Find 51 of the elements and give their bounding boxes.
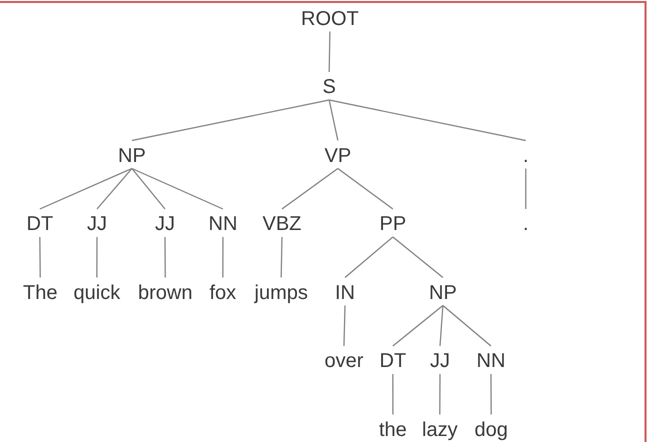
tag-label: NN [476, 346, 506, 374]
word-label: fox [210, 278, 236, 304]
word-label: over [324, 346, 364, 372]
tree-branch [344, 236, 394, 278]
tree-branch [525, 168, 526, 209]
tree-branch [490, 374, 492, 414]
word-label: lazy [422, 414, 458, 440]
word-label: the [379, 414, 407, 440]
tag-label: JJ [87, 209, 107, 237]
tree-branch [282, 168, 338, 210]
tree-branch [392, 305, 444, 346]
tree-branch [40, 168, 132, 210]
tree-branch [96, 237, 98, 278]
word-label: jumps [254, 278, 308, 304]
tree-branch [439, 374, 441, 414]
tree-branch [442, 305, 492, 346]
tag-label: NP [118, 140, 146, 168]
tag-label: JJ [430, 346, 450, 374]
tag-label: JJ [155, 209, 175, 237]
tree-branch [337, 168, 394, 210]
word-label: dog [474, 414, 508, 440]
tree-branch [328, 100, 338, 141]
tag-label: DT [380, 346, 406, 374]
tag-label: ROOT [301, 8, 359, 32]
tag-label: S [322, 72, 336, 100]
tree-branch [96, 168, 132, 210]
word-label: brown [138, 278, 192, 304]
tree-branch [132, 99, 330, 142]
tag-label: NP [429, 278, 457, 306]
tag-label: NN [208, 209, 238, 237]
tree-branch [328, 31, 330, 72]
tree-branch [131, 168, 166, 210]
tree-branch [280, 236, 283, 278]
tree-branch [343, 305, 346, 346]
tag-label: VP [324, 140, 352, 168]
word-label: The [23, 278, 58, 304]
word-label: quick [74, 278, 120, 304]
tree-branch [39, 237, 41, 278]
word-label: . [523, 209, 529, 235]
tag-label: DT [26, 209, 54, 237]
tree-branch [392, 236, 444, 278]
tag-label: . [523, 140, 529, 168]
tag-label: PP [380, 209, 406, 237]
tree-branch [329, 99, 526, 142]
tree-branch [132, 168, 224, 210]
tag-label: VBZ [262, 209, 302, 237]
tree-branch [164, 237, 166, 278]
tree-branch [222, 237, 224, 278]
tree-branch [439, 305, 444, 346]
tag-label: IN [335, 278, 355, 306]
tree-branch [392, 374, 394, 414]
